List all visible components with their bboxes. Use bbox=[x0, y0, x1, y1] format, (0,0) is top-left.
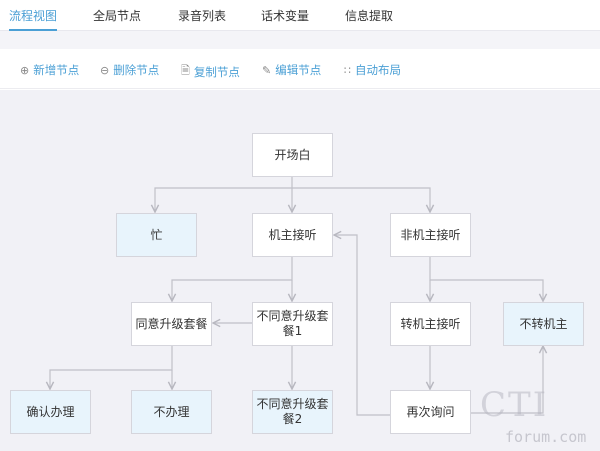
auto-layout-label: 自动布局 bbox=[355, 63, 401, 77]
node-no-transfer[interactable]: 不转机主 bbox=[503, 302, 584, 346]
tab-script-variables[interactable]: 话术变量 bbox=[261, 9, 310, 23]
node-ask-again[interactable]: 再次询问 bbox=[390, 390, 471, 434]
edge bbox=[50, 345, 173, 389]
tab-bar: 流程视图 全局节点 录音列表 话术变量 信息提取 bbox=[0, 0, 600, 31]
edge bbox=[172, 257, 293, 301]
node-owner-answer[interactable]: 机主接听 bbox=[252, 213, 333, 257]
tab-global-nodes[interactable]: 全局节点 bbox=[93, 9, 142, 23]
watermark-site: forum.com bbox=[505, 428, 587, 446]
edit-node-button[interactable]: ✎编辑节点 bbox=[262, 62, 321, 78]
auto-layout-button[interactable]: ∷ 自动布局 bbox=[344, 62, 401, 78]
node-agree-upgrade[interactable]: 同意升级套餐 bbox=[131, 302, 212, 346]
pencil-icon: ✎ bbox=[262, 63, 272, 77]
delete-node-button[interactable]: ⊖删除节点 bbox=[100, 62, 159, 78]
delete-node-label: 删除节点 bbox=[113, 63, 160, 77]
node-not-handle[interactable]: 不办理 bbox=[131, 390, 212, 434]
edge bbox=[470, 346, 543, 414]
tab-recordings[interactable]: 录音列表 bbox=[178, 9, 227, 23]
grid-icon: ∷ bbox=[344, 63, 351, 77]
toolbar: ⊕新增节点 ⊖删除节点 🗎复制节点 ✎编辑节点 ∷ 自动布局 bbox=[0, 49, 600, 89]
minus-circle-icon: ⊖ bbox=[100, 63, 110, 77]
edit-node-label: 编辑节点 bbox=[275, 63, 322, 77]
document-icon: 🗎 bbox=[181, 64, 190, 77]
node-confirm[interactable]: 确认办理 bbox=[10, 390, 91, 434]
add-node-label: 新增节点 bbox=[33, 63, 80, 77]
tab-info-extraction[interactable]: 信息提取 bbox=[345, 9, 394, 23]
node-transfer-owner[interactable]: 转机主接听 bbox=[390, 302, 471, 346]
node-non-owner-answer[interactable]: 非机主接听 bbox=[390, 213, 471, 257]
edge bbox=[334, 235, 390, 416]
copy-node-label: 复制节点 bbox=[193, 64, 240, 79]
node-busy[interactable]: 忙 bbox=[116, 213, 197, 257]
node-disagree-upgrade-1[interactable]: 不同意升级套餐1 bbox=[252, 302, 333, 346]
edge bbox=[429, 257, 543, 301]
watermark-logo: CTI bbox=[480, 385, 549, 425]
divider-band bbox=[0, 31, 600, 49]
copy-node-button[interactable]: 🗎复制节点 bbox=[181, 62, 240, 81]
edge bbox=[292, 187, 430, 212]
node-start[interactable]: 开场白 bbox=[252, 133, 333, 177]
edge bbox=[155, 176, 293, 212]
add-node-button[interactable]: ⊕新增节点 bbox=[20, 62, 79, 78]
tab-flow-view[interactable]: 流程视图 bbox=[9, 9, 58, 31]
plus-circle-icon: ⊕ bbox=[20, 63, 30, 77]
node-disagree-upgrade-2[interactable]: 不同意升级套餐2 bbox=[252, 390, 333, 434]
